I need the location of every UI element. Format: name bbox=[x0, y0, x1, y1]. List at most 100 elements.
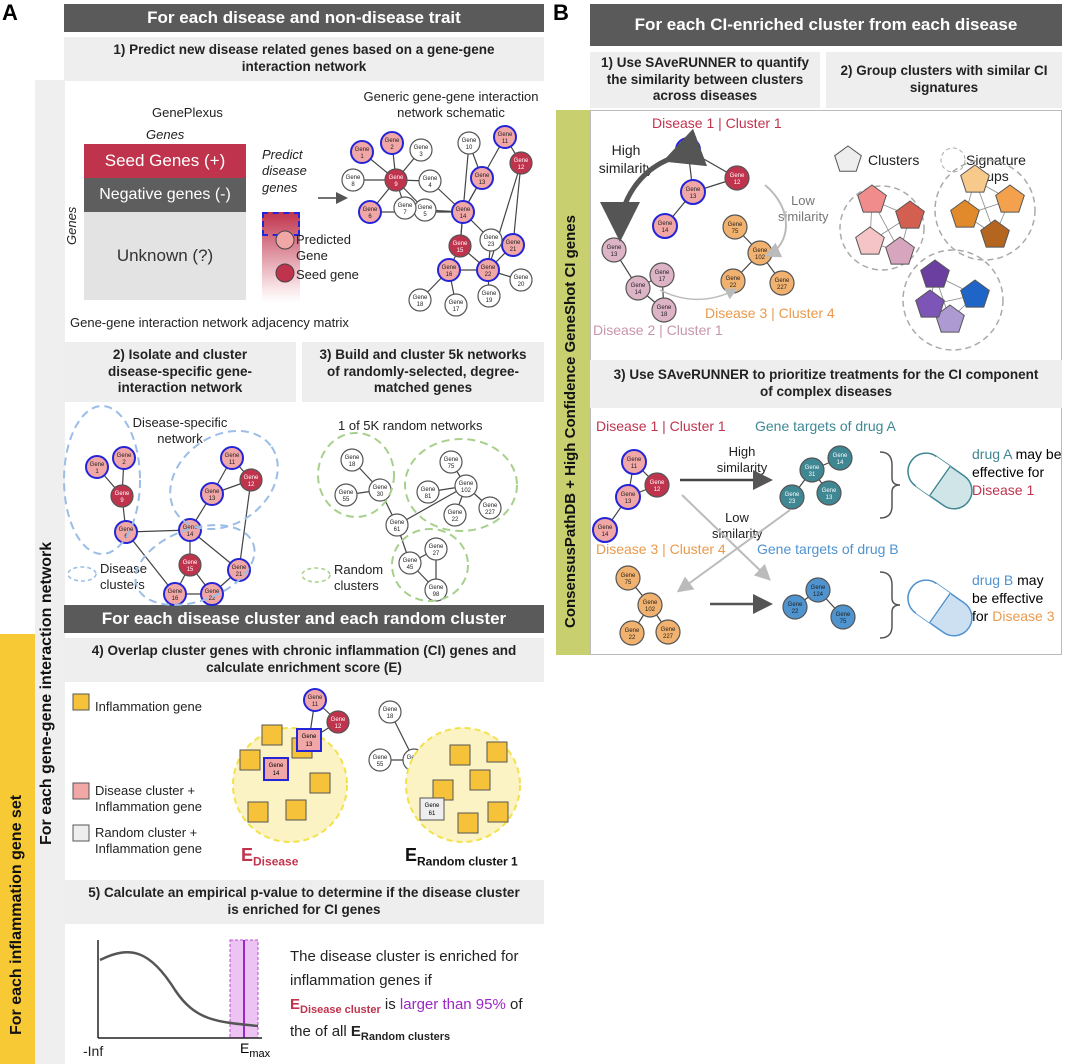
gene-node-label: Gene bbox=[456, 207, 471, 213]
gene-node-label: 13 bbox=[479, 180, 486, 186]
network-edge bbox=[211, 479, 252, 495]
gene-node-label: 27 bbox=[433, 551, 440, 557]
gene-node bbox=[451, 200, 475, 224]
network-edge bbox=[274, 739, 310, 769]
network-edge bbox=[369, 179, 397, 213]
gene-node-label: 1 bbox=[360, 154, 364, 160]
axis-left-label: -Inf bbox=[83, 1043, 104, 1059]
panel-a-letter: A bbox=[2, 0, 18, 25]
gene-node bbox=[424, 537, 448, 561]
gene-node-label: 11 bbox=[312, 702, 319, 708]
left-bar-network-label: For each gene-gene interaction network bbox=[38, 541, 55, 845]
left-bar-inflammation bbox=[0, 634, 35, 1064]
network-edge bbox=[389, 711, 415, 761]
b-step3-title: 3) Use SAveRUNNER to prioritize treatmen… bbox=[590, 360, 1062, 408]
negative-genes-label: Negative genes (-) bbox=[99, 186, 231, 203]
network-edge bbox=[189, 493, 213, 531]
b-high-similarity: High similarity bbox=[598, 142, 654, 176]
gene-node-label: 9 bbox=[120, 498, 124, 504]
inflammation-gene-square bbox=[486, 741, 508, 763]
inflammation-gene-square bbox=[291, 737, 313, 759]
gene-node-label: Gene bbox=[398, 203, 413, 209]
gene-node-label: 17 bbox=[453, 307, 460, 313]
gene-node bbox=[509, 268, 533, 292]
gene-node-label: Gene bbox=[308, 695, 323, 701]
step4-title: 4) Overlap cluster genes with chronic in… bbox=[64, 638, 544, 682]
gene-node-label: Gene bbox=[205, 489, 220, 495]
gene-node-label: 3 bbox=[419, 152, 423, 158]
gene-node-label: Gene bbox=[423, 176, 438, 182]
gene-node-label: 81 bbox=[425, 494, 432, 500]
gene-node-label: 102 bbox=[461, 488, 472, 494]
gene-node-label: 22 bbox=[485, 272, 492, 278]
network-edge bbox=[427, 485, 467, 493]
network-edge bbox=[450, 461, 467, 487]
network-edge bbox=[96, 466, 123, 497]
step1-title: 1) Predict new disease related genes bas… bbox=[64, 37, 544, 81]
gene-node-label: 22 bbox=[452, 517, 459, 523]
gene-node-label: 15 bbox=[187, 567, 194, 573]
network-schematic-title: Generic gene-gene interaction network sc… bbox=[363, 89, 539, 121]
gene-node-label: Gene bbox=[429, 585, 444, 591]
random-overlap-square bbox=[419, 797, 445, 821]
b-targets-b: Gene targets of drug B bbox=[757, 541, 899, 557]
gene-node-label: Gene bbox=[459, 481, 474, 487]
inflammation-gene-square bbox=[469, 769, 491, 791]
gene-node-label: Gene bbox=[514, 275, 529, 281]
gene-node-label: 6 bbox=[368, 214, 372, 220]
network-edge bbox=[481, 136, 506, 179]
gene-node-label: 5 bbox=[423, 212, 427, 218]
network-edge bbox=[121, 495, 127, 533]
gene-node-label: 18 bbox=[349, 462, 356, 468]
network-edge bbox=[462, 177, 483, 213]
axis-right-label: Emax bbox=[240, 1040, 271, 1060]
gene-node-label: Gene bbox=[205, 589, 220, 595]
gene-label: 13 bbox=[306, 742, 313, 748]
gene-node-label: Gene bbox=[414, 145, 429, 151]
gene-node bbox=[178, 553, 202, 577]
b-disease3-label: Disease 3 | Cluster 4 bbox=[705, 305, 835, 321]
gene-node-label: 11 bbox=[502, 139, 509, 145]
network-edge bbox=[395, 179, 406, 209]
gene-node-label: Gene bbox=[183, 525, 198, 531]
gene-node bbox=[477, 284, 501, 308]
network-edge bbox=[308, 721, 339, 741]
gene-node bbox=[358, 200, 382, 224]
b-high-similarity-2: High similarity bbox=[716, 444, 768, 476]
network-edge bbox=[487, 269, 522, 281]
gene-node-label: Gene bbox=[385, 138, 400, 144]
gene-node bbox=[239, 468, 263, 492]
gene-node-label: 6 bbox=[124, 534, 128, 540]
panel-b-letter: B bbox=[553, 0, 569, 25]
panel-b-header: For each CI-enriched cluster from each d… bbox=[590, 4, 1062, 46]
geneplexus-label: GenePlexus bbox=[152, 105, 223, 120]
step3-title: 3) Build and cluster 5k networks of rand… bbox=[302, 342, 544, 402]
legend-disease-inflammation-label: Disease cluster + Inflammation gene bbox=[95, 783, 202, 815]
network-edge bbox=[396, 485, 467, 526]
gene-node bbox=[114, 520, 138, 544]
network-edge bbox=[487, 244, 514, 271]
gene-node-label: 12 bbox=[518, 165, 525, 171]
network-edge bbox=[462, 177, 483, 213]
network-edge bbox=[238, 479, 252, 571]
b-side-label: ConsensusPathDB + High Confidence GeneSh… bbox=[562, 215, 579, 628]
gene-node-label: Gene bbox=[482, 291, 497, 297]
network-edge bbox=[379, 489, 398, 526]
network-edge bbox=[211, 457, 233, 495]
network-edge bbox=[396, 524, 411, 564]
gene-node bbox=[457, 131, 481, 155]
gene-node bbox=[479, 228, 503, 252]
gene-node-label: 14 bbox=[460, 214, 467, 220]
gene-node-label: Gene bbox=[421, 487, 436, 493]
gene-node-label: Gene bbox=[484, 235, 499, 241]
gene-node bbox=[444, 293, 468, 317]
network-edge bbox=[174, 564, 191, 595]
network-edge bbox=[189, 529, 240, 571]
gene-label: Gene bbox=[269, 763, 284, 769]
gene-node-label: Gene bbox=[514, 158, 529, 164]
gene-node-label: Gene bbox=[90, 462, 105, 468]
gene-node-label: 8 bbox=[351, 182, 355, 188]
disease-clusters-label: Disease clusters bbox=[100, 561, 147, 593]
overlap-gene-square bbox=[296, 728, 322, 752]
gene-node-label: 1 bbox=[95, 469, 99, 475]
